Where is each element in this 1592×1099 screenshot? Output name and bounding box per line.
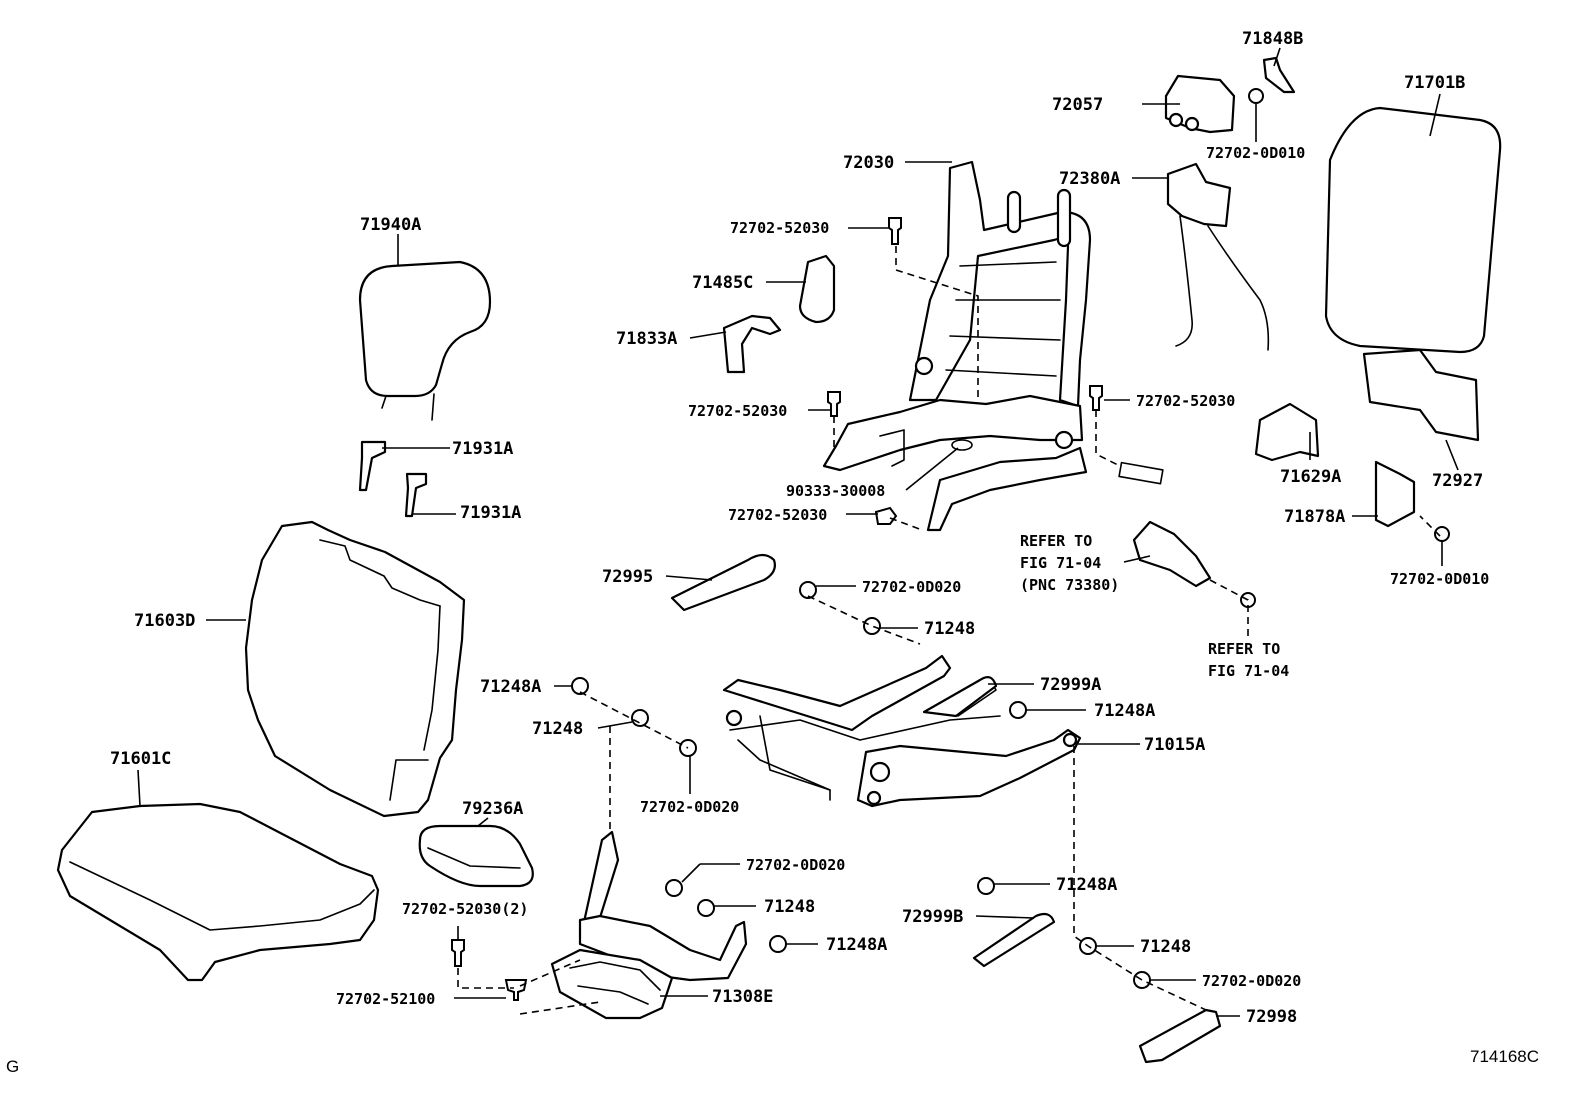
label-71485c: 71485C [692, 273, 753, 293]
seat-cushion-cover-drawing [56, 802, 380, 982]
label-71015a: 71015A [1144, 735, 1205, 755]
link-72999a-drawing [922, 676, 998, 718]
headrest-guide-drawing [358, 440, 428, 518]
frame-bolts-drawing [827, 217, 1164, 525]
label-71308e: 71308E [712, 987, 773, 1007]
label-72702-52100: 72702-52100 [336, 990, 435, 1008]
label-72999a: 72999A [1040, 675, 1101, 695]
label-72702-0d020-mid: 72702-0D020 [746, 856, 845, 874]
harness-72380a-drawing [1166, 162, 1270, 351]
fasteners-drawing [451, 88, 1450, 1001]
refer-note-1-line-2: FIG 71-04 [1020, 554, 1101, 572]
label-72702-0d020-upper: 72702-0D020 [862, 578, 961, 596]
lever-72995-drawing [670, 553, 776, 612]
label-71248a-lower-right: 71248A [1056, 875, 1117, 895]
label-72702-0d010-top: 72702-0D010 [1206, 144, 1305, 162]
label-71248a-left: 71248A [480, 677, 541, 697]
label-90333-30008: 90333-30008 [786, 482, 885, 500]
label-72702-0d020-left: 72702-0D020 [640, 798, 739, 816]
label-71931a-upper: 71931A [452, 439, 513, 459]
label-71931a-lower: 71931A [460, 503, 521, 523]
seatback-board-drawing [1324, 106, 1502, 354]
label-72702-52030-right: 72702-52030 [1136, 392, 1235, 410]
cushion-frame-drawing [722, 654, 1082, 808]
clip-71848b-drawing [1262, 56, 1296, 94]
buckle-drawing [1132, 520, 1212, 588]
label-71833a: 71833A [616, 329, 677, 349]
seatback-frame-drawing [822, 160, 1092, 532]
lower-rail-drawing [550, 830, 748, 1020]
label-71940a: 71940A [360, 215, 421, 235]
refer-note-2-line-2: FIG 71-04 [1208, 662, 1289, 680]
label-72995: 72995 [602, 567, 653, 587]
assembly-dashed-lines [457, 246, 1441, 1015]
label-71603d: 71603D [134, 611, 195, 631]
refer-note-2-line-1: REFER TO [1208, 640, 1280, 658]
bracket-71833a-drawing [722, 314, 782, 374]
label-71248-upper: 71248 [924, 619, 975, 639]
label-72998: 72998 [1246, 1007, 1297, 1027]
label-72057: 72057 [1052, 95, 1103, 115]
bracket-71878a-drawing [1374, 460, 1416, 528]
label-72702-0d020-lower-right: 72702-0D020 [1202, 972, 1301, 990]
label-71248-left: 71248 [532, 719, 583, 739]
lever-72998-drawing [1138, 1008, 1222, 1064]
label-72380a: 72380A [1059, 169, 1120, 189]
label-72702-52030-mid: 72702-52030 [728, 506, 827, 524]
refer-note-1-line-1: REFER TO [1020, 532, 1092, 550]
label-71629a: 71629A [1280, 467, 1341, 487]
corner-code-left: G [6, 1057, 19, 1076]
label-71248-mid: 71248 [764, 897, 815, 917]
seatback-cover-drawing [244, 520, 466, 818]
cover-71485c-drawing [798, 254, 836, 324]
label-72702-0d010-right: 72702-0D010 [1390, 570, 1489, 588]
refer-note-1-line-3: (PNC 73380) [1020, 576, 1119, 594]
label-71248a-right: 71248A [1094, 701, 1155, 721]
armrest-pad-drawing [418, 824, 534, 888]
label-71701b: 71701B [1404, 73, 1465, 93]
latch-72057-drawing [1164, 74, 1236, 134]
link-72999b-drawing [972, 912, 1056, 968]
label-71601c: 71601C [110, 749, 171, 769]
bracket-71629a-drawing [1254, 402, 1320, 462]
bracket-72927-drawing [1362, 348, 1480, 442]
label-72702-52030-upper: 72702-52030 [730, 219, 829, 237]
label-72927: 72927 [1432, 471, 1483, 491]
label-71248a-lower-mid: 71248A [826, 935, 887, 955]
label-71878a: 71878A [1284, 507, 1345, 527]
label-72999b: 72999B [902, 907, 963, 927]
label-71248-lower-right: 71248 [1140, 937, 1191, 957]
headrest-drawing [358, 260, 492, 421]
label-72702-52030-left: 72702-52030 [688, 402, 787, 420]
leader-lines [137, 47, 1459, 1017]
label-71848b: 71848B [1242, 29, 1303, 49]
label-79236a: 79236A [462, 799, 523, 819]
diagram-id-code: 714168C [1470, 1047, 1539, 1066]
label-72702-52030-2: 72702-52030(2) [402, 900, 528, 918]
label-72030: 72030 [843, 153, 894, 173]
